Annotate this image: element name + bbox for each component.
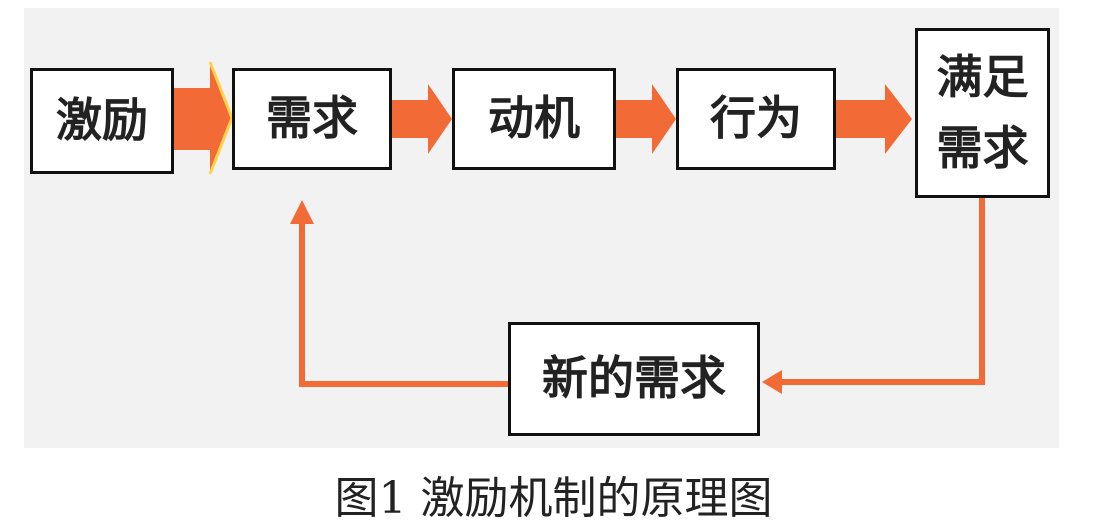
- arrow-stimulus-to-need: [172, 62, 232, 174]
- node-stimulus-label: 激励: [56, 93, 148, 148]
- arrow-into-new-need: [762, 370, 782, 394]
- figure-caption: 图1 激励机制的原理图: [334, 473, 773, 524]
- arrow-motivation-to-behavior: [615, 84, 676, 154]
- node-new-need: 新的需求: [508, 322, 760, 436]
- node-motivation: 动机: [452, 68, 616, 170]
- feedback-line-right: [782, 195, 985, 385]
- arrow-into-need: [290, 200, 314, 224]
- feedback-line-left: [299, 222, 508, 387]
- arrow-need-to-motivation: [392, 84, 452, 154]
- node-need-label: 需求: [266, 91, 358, 146]
- arrow-behavior-to-satisfy: [836, 84, 912, 154]
- node-behavior: 行为: [676, 68, 836, 170]
- node-stimulus: 激励: [30, 68, 174, 174]
- node-need: 需求: [232, 68, 392, 170]
- node-satisfy-label-line2: 需求: [936, 121, 1029, 175]
- node-motivation-label: 动机: [488, 91, 580, 146]
- node-new-need-label: 新的需求: [542, 351, 726, 406]
- node-satisfy-label-line1: 满足: [936, 49, 1029, 104]
- node-behavior-label: 行为: [710, 91, 802, 146]
- node-satisfy-need: 满足 需求: [915, 28, 1050, 198]
